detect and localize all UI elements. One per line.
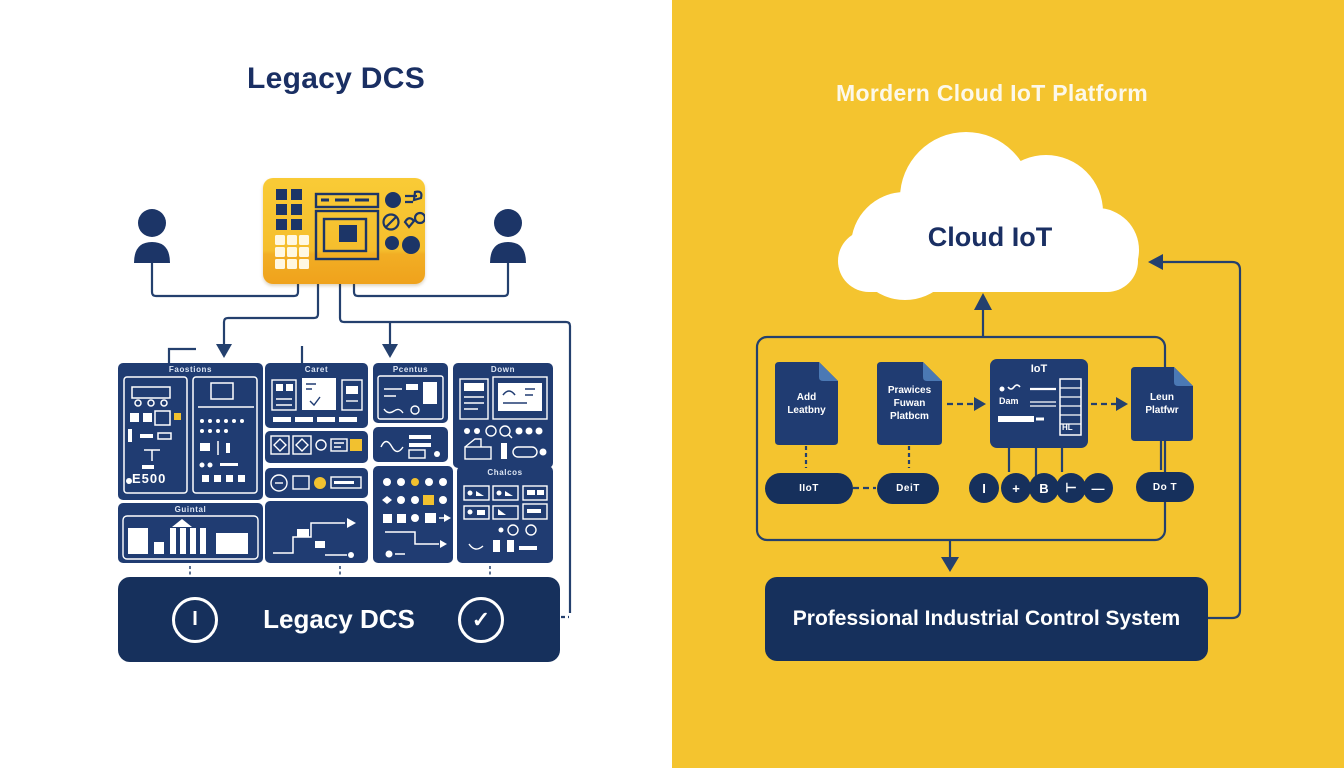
iot-data-panel: IoT Dam HL: [990, 359, 1088, 448]
document-icon: [775, 362, 838, 445]
banner-left-label: Legacy DCS: [263, 604, 415, 634]
pill-label: IIoT: [799, 483, 819, 494]
iot-panel-drops: [1007, 448, 1064, 477]
document-icon: [1131, 367, 1193, 441]
operator-left-icon: [134, 209, 170, 263]
arrowheads: [216, 254, 1163, 572]
tile-label: Faostions: [168, 365, 213, 374]
node-circle-2: +: [1001, 473, 1031, 503]
tile-label: Down: [490, 365, 516, 374]
control-panel: [263, 178, 427, 284]
pill-label: Do T: [1152, 481, 1178, 493]
tile-doodle: [270, 435, 362, 455]
dcs-tile-knobs: [265, 431, 368, 463]
doc-node-leun-platfwr: Leun Platfwr: [1131, 367, 1193, 441]
node-circle-4: ⊢: [1056, 473, 1086, 503]
tile-doodle: [270, 474, 362, 492]
node-circle-5: —: [1083, 473, 1113, 503]
doc-label: Leun Platfwr: [1145, 392, 1179, 416]
iot-corner-label: HL: [1062, 423, 1073, 432]
cloud-shape: [838, 132, 1139, 300]
tile-doodle: [122, 515, 259, 560]
left-title: Legacy DCS: [246, 62, 426, 95]
device-code-label: E500: [132, 471, 167, 486]
tile-doodle: [380, 435, 440, 459]
info-glyph: I: [192, 608, 198, 630]
legacy-dcs-banner: I Legacy DCS ✓: [118, 577, 560, 662]
pill-deit: DeiT: [877, 473, 939, 504]
operator-right-wire: [352, 263, 510, 298]
tile-doodle: [123, 376, 258, 494]
operator-left-wire: [150, 263, 300, 298]
node-glyph: ⊢: [1065, 480, 1077, 495]
tile-label: Pcentus: [392, 365, 429, 374]
node-circle-3: B: [1029, 473, 1059, 503]
tile-doodle: [382, 478, 451, 558]
check-glyph: ✓: [471, 606, 491, 632]
dcs-tile-down: Down: [453, 363, 553, 468]
control-panel-graphics: [275, 189, 427, 269]
node-circle-1: I: [969, 473, 999, 503]
tile-label: Chalcos: [487, 468, 523, 477]
document-icon: [877, 362, 942, 445]
doc-label: Prawices Fuwan Platbcm: [887, 385, 932, 422]
doc-node-prawices: Prawices Fuwan Platbcm: [877, 362, 942, 445]
pill-dot: Do T: [1136, 472, 1194, 502]
industrial-control-banner: Professional Industrial Control System: [765, 577, 1208, 661]
node-glyph: +: [1012, 480, 1020, 496]
dcs-tile-guintal: Guintal: [118, 503, 263, 563]
dcs-tile-signals: [373, 427, 448, 462]
dcs-tile-chalcos: Chalcos: [457, 466, 553, 563]
iot-panel-title: IoT: [1030, 363, 1048, 375]
pill-iiot: IIoT: [765, 473, 853, 504]
cloud-feedback-line: [1154, 260, 1242, 620]
dcs-tile-meters: [265, 468, 368, 498]
panel-drop-right: [338, 284, 572, 613]
dcs-tile-caret: Caret: [265, 363, 368, 428]
banner-right-label: Professional Industrial Control System: [792, 607, 1181, 630]
dcs-tile-flowchart: [265, 501, 368, 563]
node-glyph: B: [1039, 480, 1049, 496]
tile-label: Guintal: [174, 505, 207, 514]
dcs-tile-indicators: [373, 466, 453, 563]
check-circle-icon: ✓: [458, 596, 504, 643]
dcs-tile-faostions: Faostions: [118, 363, 263, 500]
cloud-label: Cloud IoT: [927, 222, 1053, 252]
tile-doodle: [463, 485, 548, 552]
right-title: Mordern Cloud IoT Platform: [836, 80, 1148, 106]
panel-drop-left: [222, 284, 320, 348]
dcs-tile-pcentus: Pcentus: [373, 363, 448, 423]
tile-label: Caret: [304, 365, 329, 374]
tile-doodle: [377, 375, 444, 420]
doc-label: Add Leatbny: [787, 391, 826, 416]
tile-doodle: [271, 378, 363, 422]
tile-doodle: [459, 376, 548, 460]
iot-row-label: Dam: [999, 396, 1019, 406]
pill-label: DeiT: [896, 483, 920, 494]
tile-doodle: [273, 518, 356, 558]
node-glyph: —: [1091, 480, 1105, 496]
operator-right-icon: [490, 209, 526, 263]
grid-banner-ticks: [189, 566, 491, 576]
iot-panel-doodle: [998, 378, 1082, 436]
node-glyph: I: [982, 480, 986, 496]
doc-node-add-leatbny: Add Leatbny: [775, 362, 838, 445]
info-circle-icon: I: [172, 596, 218, 643]
tile-hook-a: [167, 347, 196, 363]
